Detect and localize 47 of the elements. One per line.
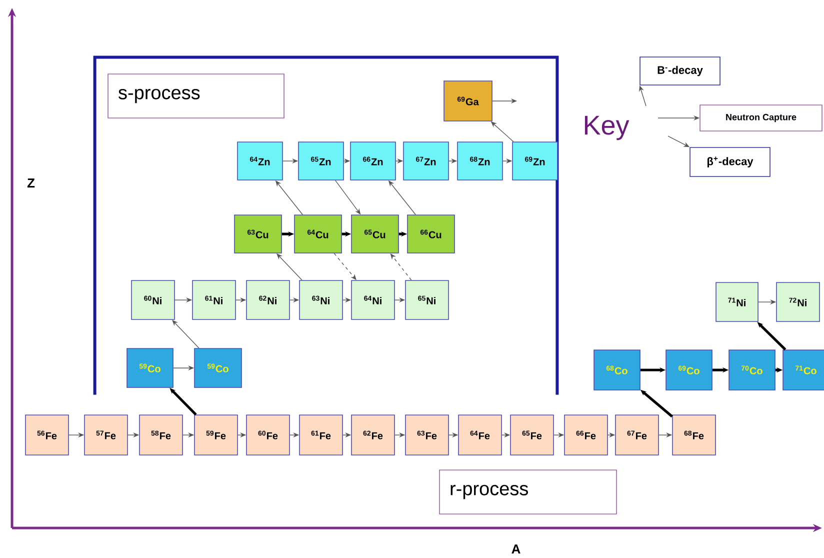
- nuclide-box: $^{66}$Zn: [350, 142, 396, 180]
- nuclide-box: $^{60}$Ni: [131, 280, 175, 320]
- axis-label: A: [512, 544, 520, 554]
- nuclide-box: $^{65}$Fe: [510, 414, 554, 456]
- nuclide-box: $^{72}$Ni: [776, 282, 820, 322]
- nuclide-box: $^{65}$Ni: [405, 280, 449, 320]
- nuclide-box: $^{69}$Ga: [444, 80, 492, 122]
- nuclide-box: $^{64}$Zn: [237, 142, 283, 180]
- nuclide-box: $^{58}$Fe: [139, 414, 183, 456]
- process-frame: [93, 56, 559, 395]
- nuclide-box: $^{64}$Cu: [294, 214, 342, 254]
- nuclide-box: $^{67}$Zn: [403, 142, 449, 180]
- nuclide-box: $^{71}$Co: [782, 350, 824, 390]
- key-box: Neutron Capture: [700, 104, 822, 132]
- nuclide-box: $^{65}$Cu: [351, 214, 399, 254]
- nuclide-box: $^{61}$Fe: [299, 414, 343, 456]
- nuclide-box: $^{66}$Cu: [407, 214, 455, 254]
- nuclide-box: $^{59}$Co: [194, 348, 242, 388]
- key-title: Key: [584, 116, 630, 140]
- nuclide-box: $^{67}$Fe: [615, 414, 659, 456]
- nuclide-box: $^{63}$Cu: [234, 214, 282, 254]
- nuclide-box: $^{69}$Co: [666, 350, 712, 390]
- nuclide-box: $^{68}$Fe: [672, 414, 716, 456]
- nuclide-box: $^{62}$Fe: [351, 414, 395, 456]
- nuclide-box: $^{57}$Fe: [84, 414, 128, 456]
- process-label-box: r-process: [439, 470, 617, 514]
- nuclide-box: $^{61}$Ni: [192, 280, 236, 320]
- nuclide-box: $^{63}$Fe: [405, 414, 449, 456]
- nuclide-box: $^{68}$Zn: [457, 142, 503, 180]
- nuclide-box: $^{59}$Fe: [194, 414, 238, 456]
- key-box: B$^{-}$-decay: [640, 56, 720, 86]
- nuclide-box: $^{69}$Zn: [512, 142, 558, 180]
- nuclide-box: $^{66}$Fe: [564, 414, 608, 456]
- nuclide-box: $^{71}$Ni: [716, 282, 758, 322]
- process-label-box: s-process: [108, 74, 284, 118]
- nuclide-box: $^{62}$Ni: [246, 280, 290, 320]
- nuclide-box: $^{64}$Ni: [351, 280, 395, 320]
- nuclide-box: $^{70}$Co: [728, 350, 776, 390]
- nuclide-box: $^{63}$Ni: [299, 280, 343, 320]
- nuclide-box: $^{59}$Co: [126, 348, 174, 388]
- key-box: β$^{+}$-decay: [690, 147, 770, 177]
- nuclide-box: $^{65}$Zn: [298, 142, 344, 180]
- nuclide-box: $^{60}$Fe: [246, 414, 290, 456]
- axis-label: Z: [27, 178, 35, 188]
- nuclide-box: $^{64}$Fe: [458, 414, 502, 456]
- nuclide-box: $^{68}$Co: [594, 350, 640, 390]
- nuclide-box: $^{56}$Fe: [25, 414, 69, 456]
